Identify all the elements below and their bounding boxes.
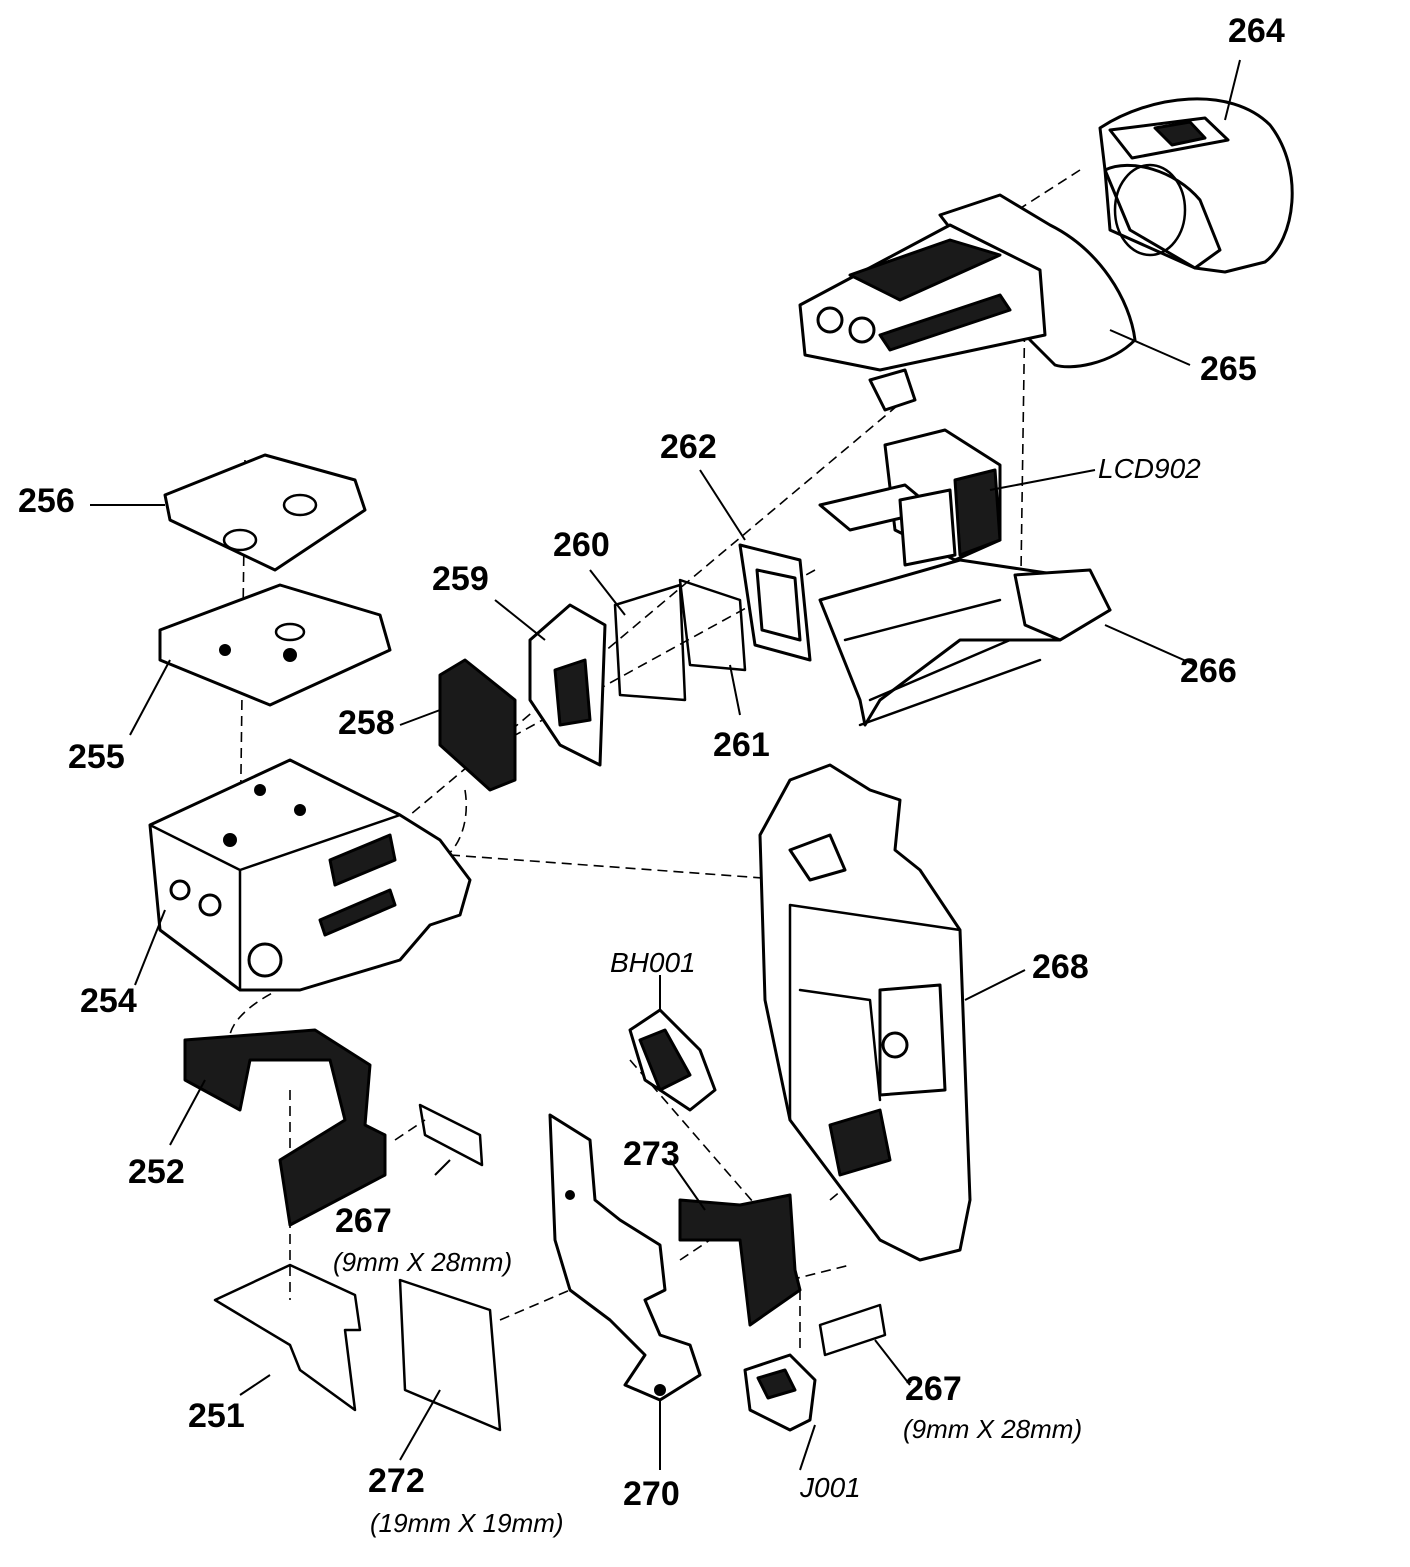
part-266-bracket (818, 558, 1112, 727)
label-260: 260 (553, 526, 610, 564)
label-265: 265 (1200, 350, 1257, 388)
label-268: 268 (1032, 948, 1089, 986)
label-251: 251 (188, 1397, 245, 1435)
label-267-left-size: (9mm X 28mm) (333, 1247, 512, 1277)
label-262: 262 (660, 428, 717, 466)
part-258-pad (438, 658, 517, 792)
label-252: 252 (128, 1153, 185, 1191)
part-261-plate (678, 578, 747, 672)
part-265-viewfinder-housing (798, 193, 1137, 412)
label-273: 273 (623, 1135, 680, 1173)
part-lcd902-display (818, 428, 1002, 567)
label-267-right-size: (9mm X 28mm) (903, 1414, 1082, 1444)
part-252-flex-pcb (183, 1028, 387, 1227)
label-264: 264 (1228, 12, 1285, 50)
part-254-main-block (148, 758, 472, 992)
part-268-chassis (758, 763, 972, 1262)
part-256-cover (163, 453, 367, 572)
part-267-pad-right (818, 1303, 887, 1357)
part-255-plate (158, 583, 392, 707)
label-259: 259 (432, 560, 489, 598)
part-labels: 264 265 LCD902 262 260 259 256 266 258 2… (18, 12, 1285, 1538)
part-260-plate (613, 583, 687, 702)
part-264-eyecup (1098, 97, 1294, 274)
part-j001-jack (743, 1353, 817, 1432)
label-270: 270 (623, 1475, 680, 1513)
part-262-frame (738, 543, 812, 662)
label-bh001: BH001 (610, 947, 696, 978)
label-255: 255 (68, 738, 125, 776)
label-254: 254 (80, 982, 137, 1020)
label-267-left: 267 (335, 1202, 392, 1240)
label-272-size: (19mm X 19mm) (370, 1508, 564, 1538)
label-j001: J001 (799, 1472, 861, 1503)
label-261: 261 (713, 726, 770, 764)
label-258: 258 (338, 704, 395, 742)
label-256: 256 (18, 482, 75, 520)
part-251-shield (213, 1263, 362, 1412)
part-272-sheet (398, 1278, 502, 1432)
leader-lines (90, 59, 1241, 1471)
part-267-pad-left (418, 1103, 484, 1167)
part-bh001-holder (628, 1008, 717, 1112)
label-267-right: 267 (905, 1370, 962, 1408)
label-lcd902: LCD902 (1098, 453, 1201, 484)
part-273-flex (678, 1193, 802, 1327)
part-270-bracket (548, 1113, 702, 1402)
label-272: 272 (368, 1462, 425, 1500)
part-259-holder (528, 603, 607, 767)
label-266: 266 (1180, 652, 1237, 690)
